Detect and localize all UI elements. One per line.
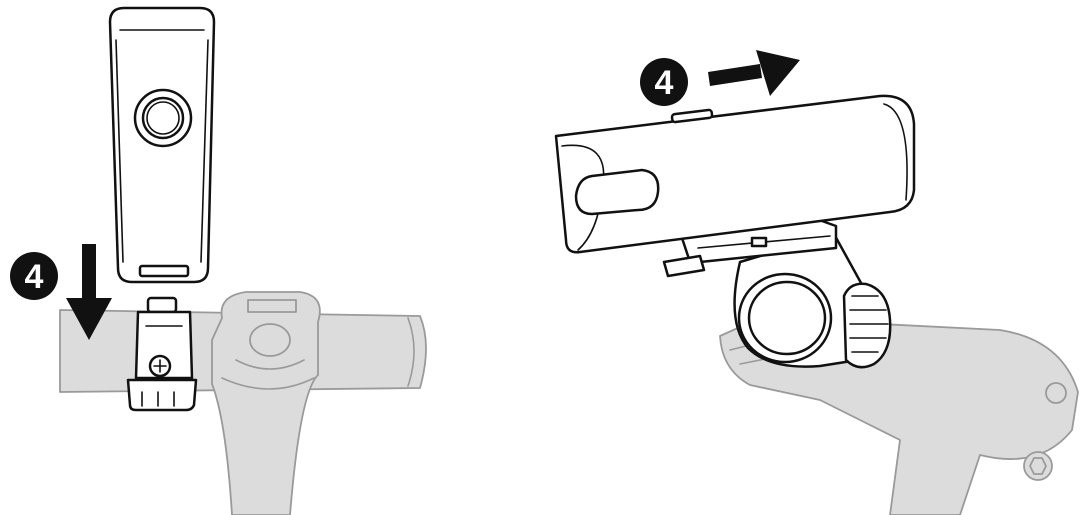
step-badge-left: 4: [10, 252, 58, 300]
right-arrow-icon: [708, 50, 800, 96]
step-number: 4: [25, 258, 44, 296]
step-badge-right: 4: [640, 58, 688, 106]
right-panel: 4: [556, 50, 1078, 515]
bike-light-side-view: [556, 96, 914, 252]
step-number: 4: [655, 64, 674, 102]
handlebar-mount-bracket: [128, 298, 196, 410]
stem: [212, 292, 320, 515]
clamp-knob-icon: [844, 284, 890, 367]
left-panel: 4: [10, 8, 426, 515]
bike-light-top-view: [110, 8, 214, 282]
